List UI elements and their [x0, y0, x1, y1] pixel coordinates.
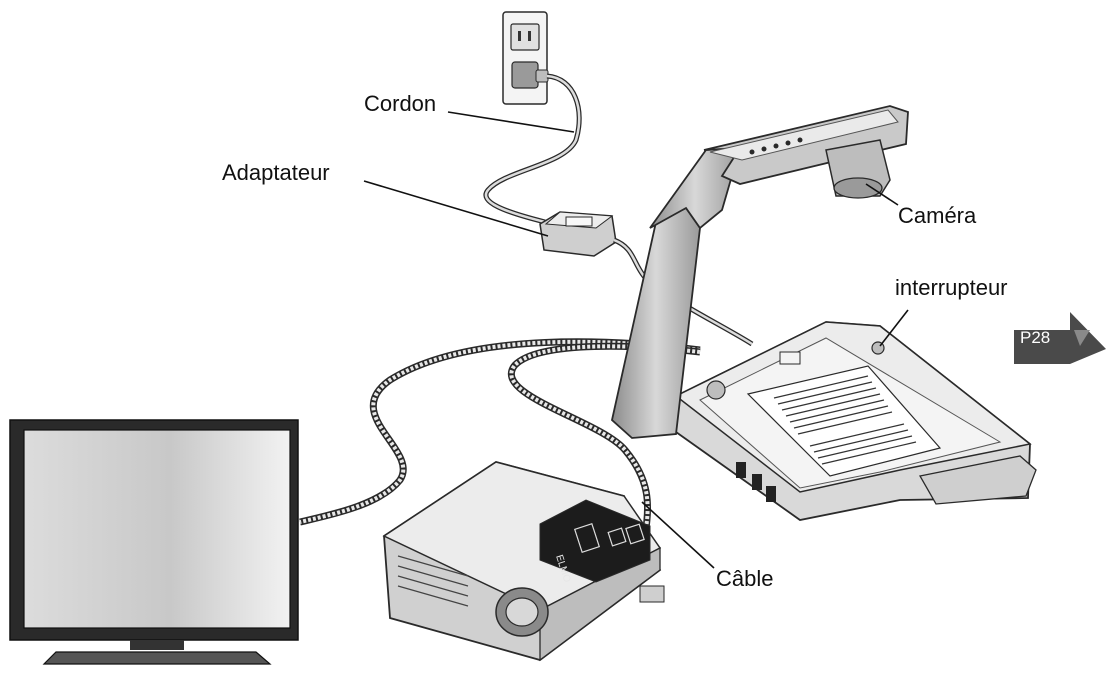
page-reference-label[interactable]: P28 [1020, 328, 1051, 347]
document-camera-base [674, 321, 1037, 521]
label-interrupteur: interrupteur [895, 275, 1008, 300]
page-reference-arrow [1014, 312, 1106, 364]
projector [382, 461, 665, 662]
wall-outlet [502, 11, 549, 105]
label-camera: Caméra [898, 203, 977, 228]
leader-lines [363, 111, 909, 569]
power-adapter [539, 211, 617, 257]
label-cable: Câble [716, 566, 774, 591]
document-camera-arm [611, 105, 909, 439]
label-cordon: Cordon [364, 91, 437, 116]
television [9, 419, 299, 665]
label-adaptateur: Adaptateur [222, 160, 330, 185]
video-cable [299, 338, 701, 536]
